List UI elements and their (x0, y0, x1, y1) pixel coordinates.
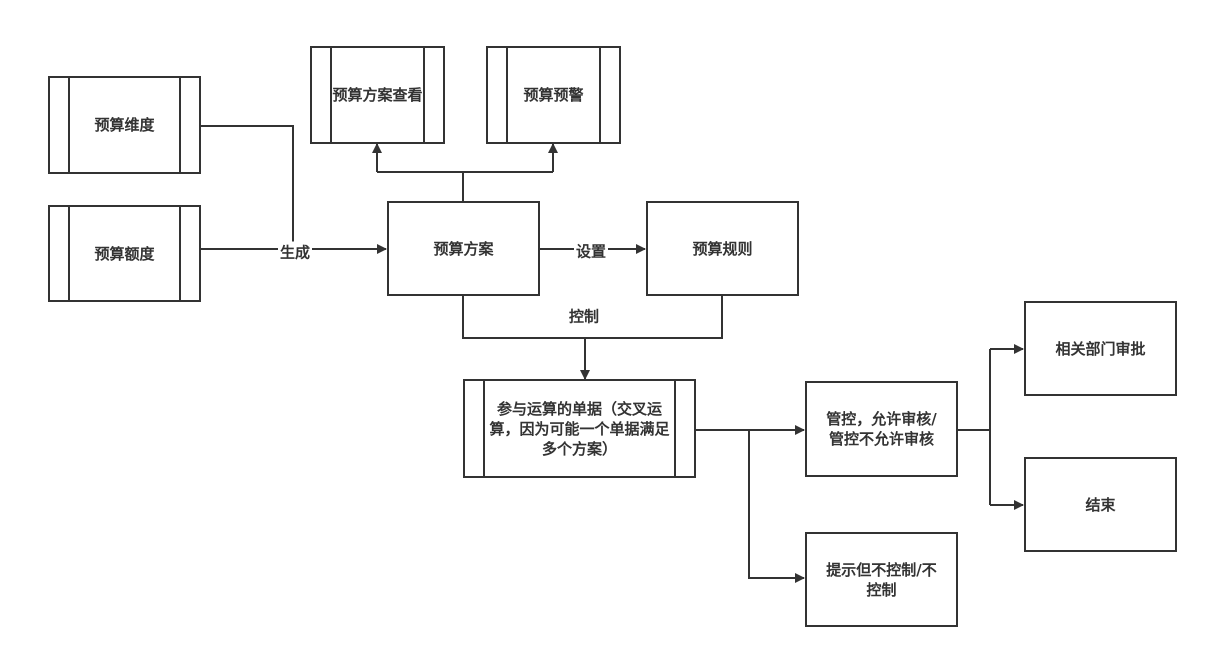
node-budget-warning[interactable]: 预算预警 (486, 46, 621, 144)
edge-label-control: 控制 (566, 305, 602, 327)
node-label: 预算规则 (692, 239, 753, 258)
node-label: 结束 (1085, 495, 1116, 514)
node-hint[interactable]: 提示但不控制/不控制 (805, 532, 958, 627)
node-end[interactable]: 结束 (1024, 457, 1177, 552)
node-label: 提示但不控制/不控制 (826, 560, 937, 599)
node-label: 管控，允许审核/管控不允许审核 (826, 410, 937, 448)
node-label: 预算额度 (94, 244, 155, 263)
node-label: 预算预警 (523, 86, 584, 104)
node-control[interactable]: 管控，允许审核/管控不允许审核 (805, 381, 958, 477)
node-label: 预算方案查看 (332, 86, 423, 104)
edge-dimension-to-plan (200, 125, 294, 249)
node-label: 预算维度 (94, 116, 155, 134)
node-budget-quota[interactable]: 预算额度 (48, 205, 201, 302)
node-label: 预算方案 (433, 239, 494, 258)
edge-label-set: 设置 (573, 240, 609, 262)
node-label: 参与运算的单据（交叉运算，因为可能一个单据满足多个方案） (489, 399, 670, 458)
node-budget-rule[interactable]: 预算规则 (646, 201, 799, 296)
edge-control-bracket (462, 295, 723, 339)
edge-documents-to-hint (748, 430, 805, 583)
node-approval[interactable]: 相关部门审批 (1024, 301, 1177, 396)
edge-label-generate: 生成 (277, 241, 313, 263)
node-label: 相关部门审批 (1055, 339, 1146, 358)
node-budget-dimension[interactable]: 预算维度 (48, 76, 201, 174)
node-plan-view[interactable]: 预算方案查看 (310, 46, 445, 144)
node-budget-plan[interactable]: 预算方案 (387, 201, 540, 296)
node-documents[interactable]: 参与运算的单据（交叉运算，因为可能一个单据满足多个方案） (463, 379, 696, 478)
